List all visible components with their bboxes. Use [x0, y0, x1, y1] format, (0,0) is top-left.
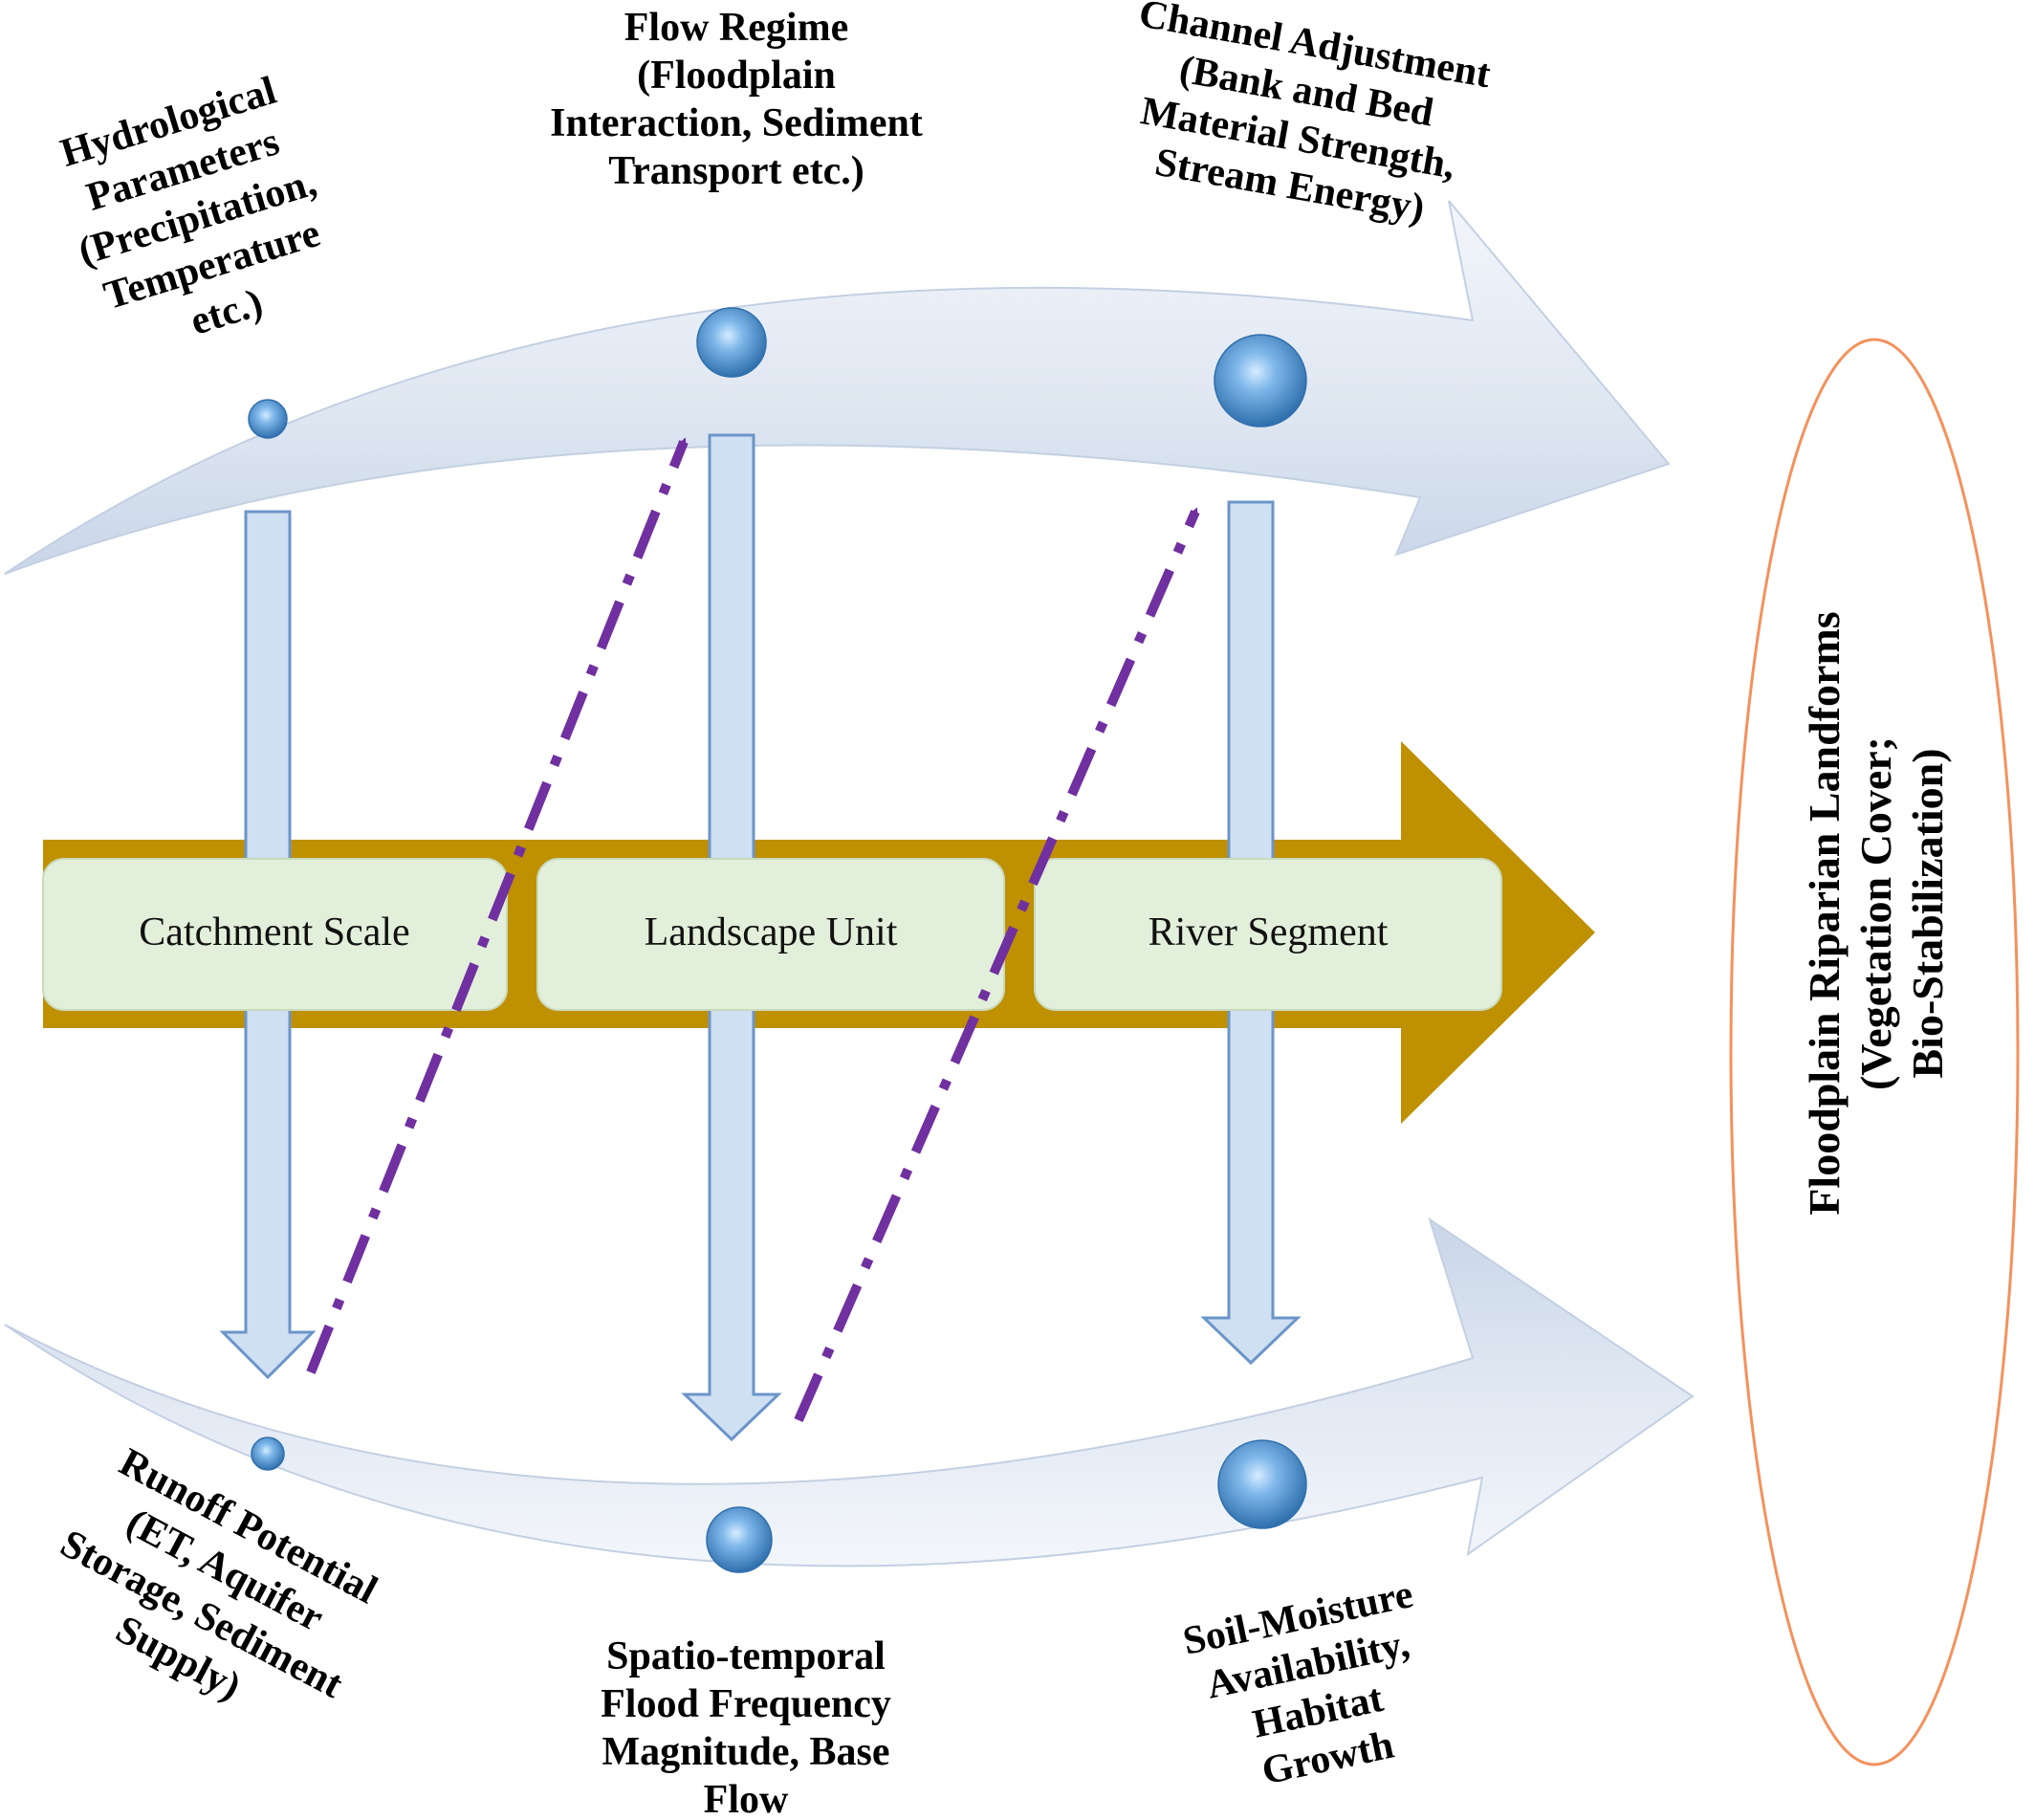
bead-soil-moisture: [1217, 1439, 1307, 1529]
scale-label-river: River Segment: [1149, 910, 1389, 954]
label-flood-frequency: Spatio-temporal Flood Frequency Magnitud…: [601, 1634, 891, 1820]
bead-flow-regime: [696, 307, 767, 378]
scale-box-catchment: [42, 858, 508, 1011]
label-hydrological: Hydrological Parameters (Precipitation, …: [55, 69, 325, 344]
bead-flood-frequency: [706, 1506, 773, 1573]
svg-text:(Vegetation Cover;: (Vegetation Cover;: [1851, 736, 1900, 1090]
svg-text:Magnitude, Base: Magnitude, Base: [602, 1730, 889, 1774]
svg-text:Transport etc.): Transport etc.): [608, 149, 864, 193]
label-flow-regime: Flow Regime (Floodplain Interaction, Sed…: [550, 6, 923, 193]
outcome-ellipse: [1729, 338, 2020, 1766]
svg-text:Spatio-temporal: Spatio-temporal: [606, 1634, 886, 1678]
svg-text:Bio-Stabilization): Bio-Stabilization): [1903, 748, 1952, 1078]
feedback-arrow-catchment-to-flow: [306, 437, 689, 1374]
svg-text:(Floodplain: (Floodplain: [637, 54, 836, 98]
bead-runoff: [251, 1436, 285, 1471]
top-curved-arrow: [4, 200, 1671, 575]
scale-box-landscape: [536, 858, 1005, 1011]
feedback-arrow-flood-to-channel: [794, 507, 1200, 1423]
svg-text:Floodplain Riparian Landforms: Floodplain Riparian Landforms: [1800, 611, 1849, 1215]
bead-channel-adjustment: [1214, 334, 1307, 428]
svg-text:Flow: Flow: [704, 1778, 789, 1820]
label-channel-adjustment: Channel Adjustment (Bank and Bed Materia…: [1135, 0, 1494, 230]
outcome-label: Floodplain Riparian Landforms (Vegetatio…: [1800, 611, 1952, 1215]
scale-label-catchment: Catchment Scale: [139, 910, 409, 954]
bead-hydrological: [248, 399, 288, 439]
svg-text:Interaction, Sediment: Interaction, Sediment: [550, 101, 923, 145]
svg-text:Flow Regime: Flow Regime: [624, 6, 848, 50]
scale-box-river: [1034, 858, 1502, 1011]
svg-text:Flood Frequency: Flood Frequency: [601, 1682, 891, 1726]
scale-label-landscape: Landscape Unit: [645, 910, 898, 954]
label-soil-moisture: Soil-Moisture Availability, Habitat Grow…: [1179, 1572, 1416, 1794]
